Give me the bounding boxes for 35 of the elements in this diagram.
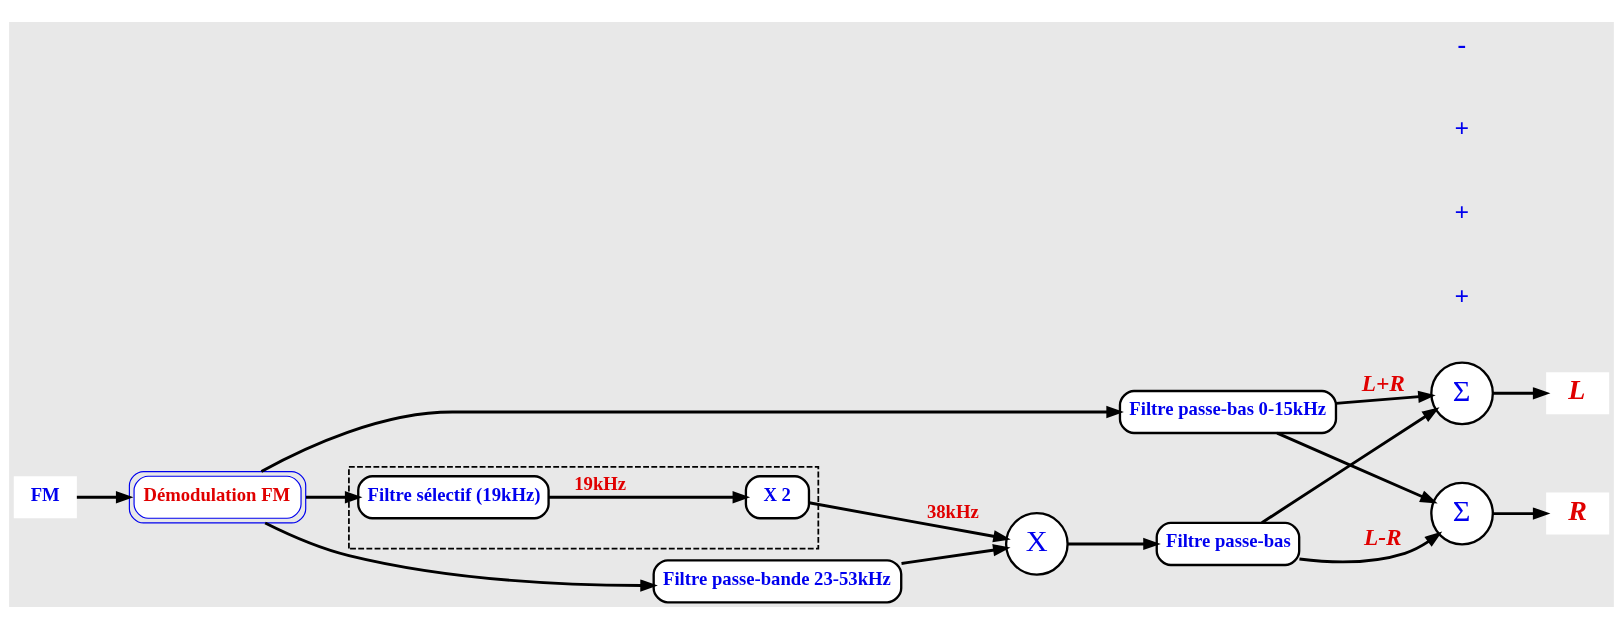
node-circle: Σ <box>1430 481 1494 546</box>
label: + <box>1454 198 1470 228</box>
node-circle: X <box>1004 512 1069 576</box>
arrow <box>548 491 751 504</box>
arrow <box>306 491 363 504</box>
label: - <box>1457 30 1466 60</box>
label: + <box>1454 282 1470 312</box>
edge-label: 19kHz <box>574 473 627 494</box>
arrow <box>808 501 1011 543</box>
node-box: Filtre passe-bas 0-15kHz <box>1118 389 1338 435</box>
arrow <box>901 544 1011 565</box>
node-box: Filtre passe-bande 23-53kHz <box>652 559 903 604</box>
edge-label: 38kHz <box>926 501 979 523</box>
node-box: R <box>1546 492 1610 535</box>
node-box: Filtre passe-bas <box>1155 521 1301 567</box>
node-box: FM <box>13 476 77 519</box>
arrow <box>1299 531 1443 564</box>
arrow <box>1261 407 1440 524</box>
arrow <box>1492 507 1551 520</box>
arrow <box>264 521 658 592</box>
arrow <box>260 405 1124 473</box>
node-circle: Σ <box>1430 361 1494 426</box>
label: + <box>1454 114 1470 144</box>
arrow <box>1336 390 1436 405</box>
edge-label: L-R <box>1364 524 1402 551</box>
node-box: Démodulation FM <box>128 470 307 524</box>
node-box: L <box>1546 372 1610 415</box>
node-box: Filtre sélectif (19kHz) <box>357 475 550 520</box>
arrow <box>1276 431 1438 504</box>
arrow <box>76 491 134 504</box>
cluster <box>348 466 820 550</box>
arrow <box>1067 537 1161 551</box>
edge-label: L+R <box>1361 369 1405 396</box>
arrow <box>1492 387 1551 400</box>
node-box: X 2 <box>744 475 811 520</box>
